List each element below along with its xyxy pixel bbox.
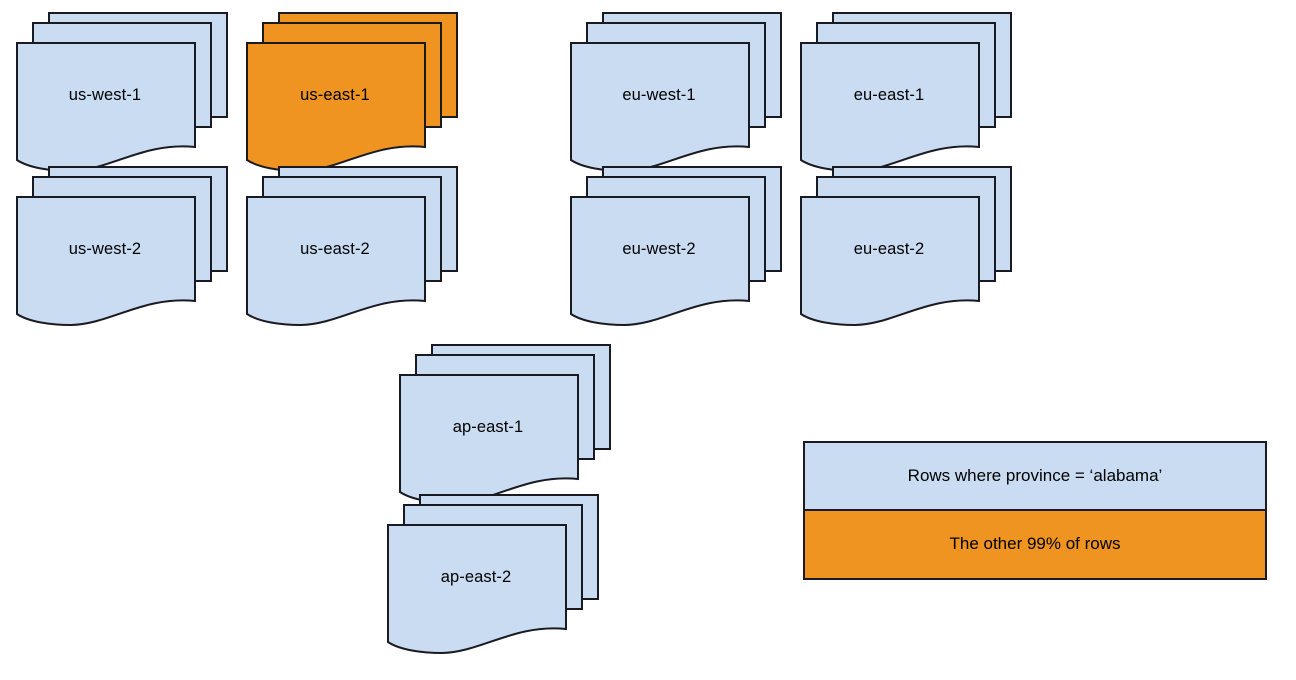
region-stack-shape (246, 166, 458, 327)
region-stack-shape (16, 12, 228, 173)
stack-sheet-front (16, 42, 196, 173)
region-stack-ap-east-1[interactable]: ap-east-1 (399, 344, 611, 505)
region-stack-us-east-2[interactable]: us-east-2 (246, 166, 458, 327)
region-stack-shape (800, 12, 1012, 173)
legend-row-orange: The other 99% of rows (805, 510, 1265, 578)
legend: Rows where province = ‘alabama’ The othe… (803, 441, 1267, 580)
region-stack-us-west-2[interactable]: us-west-2 (16, 166, 228, 327)
region-stack-eu-west-2[interactable]: eu-west-2 (570, 166, 782, 327)
region-stack-shape (800, 166, 1012, 327)
region-stack-shape (246, 12, 458, 173)
region-stack-shape (387, 494, 599, 655)
stack-sheet-front (800, 196, 980, 327)
region-stack-eu-east-1[interactable]: eu-east-1 (800, 12, 1012, 173)
stack-sheet-front (570, 196, 750, 327)
stack-sheet-front (570, 42, 750, 173)
legend-label-orange: The other 99% of rows (949, 534, 1121, 554)
region-stack-shape (16, 166, 228, 327)
region-stack-shape (399, 344, 611, 505)
region-stack-eu-east-2[interactable]: eu-east-2 (800, 166, 1012, 327)
legend-label-blue: Rows where province = ‘alabama’ (907, 465, 1163, 485)
stack-sheet-front (399, 374, 579, 505)
legend-row-blue: Rows where province = ‘alabama’ (805, 443, 1265, 511)
region-stack-ap-east-2[interactable]: ap-east-2 (387, 494, 599, 655)
stack-sheet-front (800, 42, 980, 173)
region-stack-us-west-1[interactable]: us-west-1 (16, 12, 228, 173)
region-stack-us-east-1[interactable]: us-east-1 (246, 12, 458, 173)
stack-sheet-front (246, 196, 426, 327)
stack-sheet-front (16, 196, 196, 327)
stack-sheet-front (246, 42, 426, 173)
region-stack-eu-west-1[interactable]: eu-west-1 (570, 12, 782, 173)
stack-sheet-front (387, 524, 567, 655)
region-stack-shape (570, 12, 782, 173)
region-stack-shape (570, 166, 782, 327)
